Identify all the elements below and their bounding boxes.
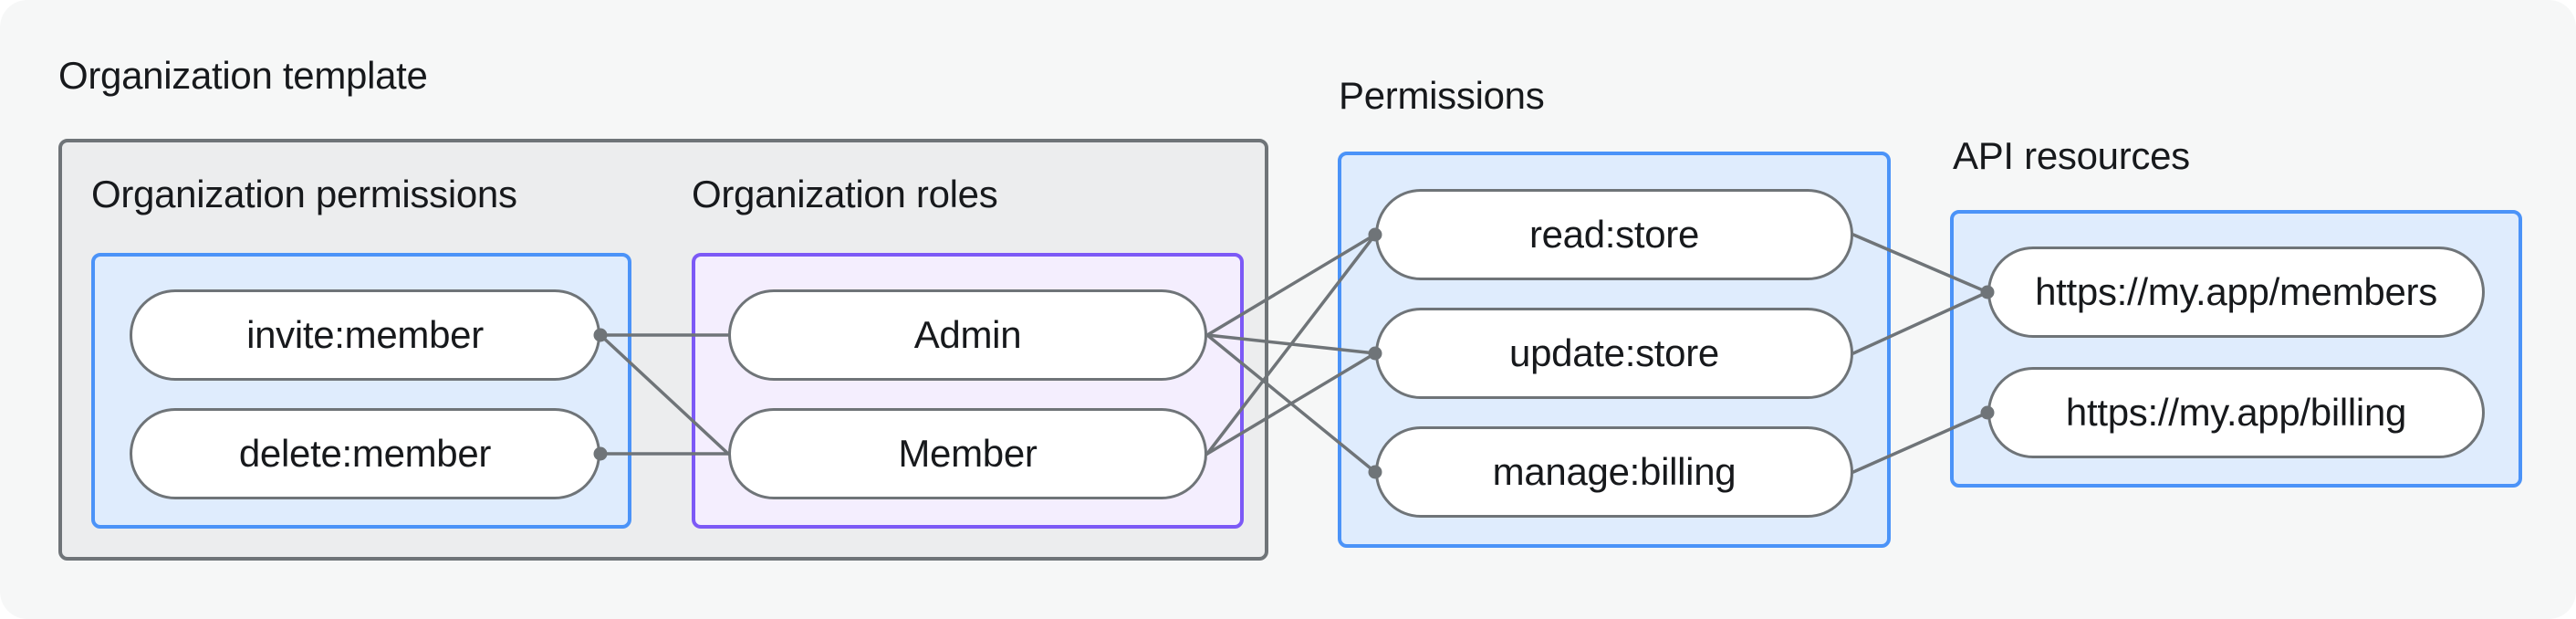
- node-invite-member: invite:member: [130, 289, 600, 381]
- organization-roles-box: Admin Member: [692, 253, 1244, 529]
- node-update-store: update:store: [1375, 308, 1853, 399]
- node-api-members-url: https://my.app/members: [1987, 247, 2485, 338]
- permissions-box: read:store update:store manage:billing: [1338, 152, 1891, 548]
- organization-permissions-box: invite:member delete:member: [91, 253, 631, 529]
- node-api-billing-url: https://my.app/billing: [1987, 367, 2485, 458]
- organization-roles-label: Organization roles: [692, 173, 998, 215]
- organization-template-label: Organization template: [58, 54, 428, 97]
- node-delete-member: delete:member: [130, 408, 600, 499]
- node-read-store: read:store: [1375, 189, 1853, 280]
- api-resources-box: https://my.app/members https://my.app/bi…: [1950, 210, 2522, 488]
- organization-permissions-label: Organization permissions: [91, 173, 517, 215]
- node-manage-billing: manage:billing: [1375, 426, 1853, 518]
- node-member-role: Member: [728, 408, 1207, 499]
- api-resources-label: API resources: [1953, 134, 2190, 177]
- node-admin-role: Admin: [728, 289, 1207, 381]
- permissions-label: Permissions: [1339, 74, 1545, 117]
